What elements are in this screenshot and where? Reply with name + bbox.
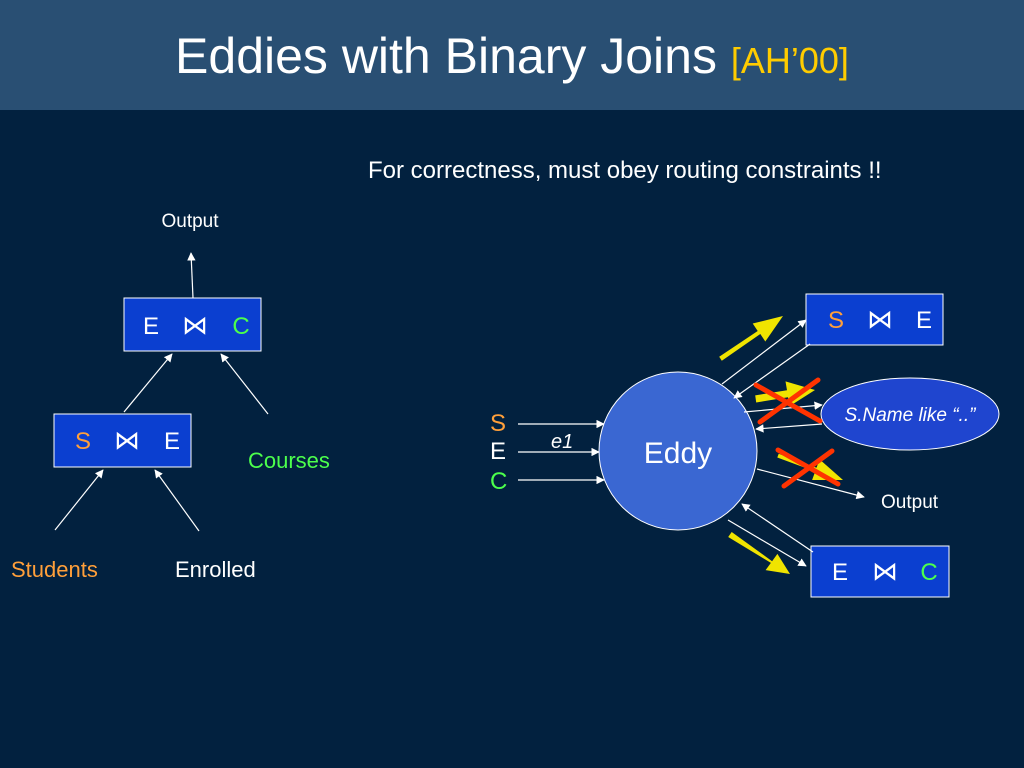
title-text: Eddies with Binary Joins — [175, 28, 717, 84]
title-bar: Eddies with Binary Joins [AH’00] — [0, 0, 1024, 110]
input-c-label: C — [490, 468, 507, 495]
se-to-eddy-arrow — [733, 343, 811, 399]
bowtie-icon: ⋈ — [114, 425, 140, 455]
eddy-plan: S E C e1 Eddy S ⋈ E S.Name like “..” Out… — [490, 293, 1000, 598]
enrolled-to-se-arrow — [154, 469, 200, 532]
courses-label: Courses — [248, 448, 330, 473]
eddy-to-ec-arrow — [727, 519, 807, 567]
output-arrow — [187, 252, 196, 299]
join-right-operand: C — [920, 559, 937, 586]
join-left-operand: S — [828, 307, 844, 334]
eddy-label: Eddy — [644, 437, 712, 470]
slide-title: Eddies with Binary Joins [AH’00] — [0, 26, 1024, 91]
blocked-output-cross-icon — [775, 447, 841, 489]
join-box-se-right: S ⋈ E — [805, 293, 944, 346]
se-to-ec-arrow — [123, 353, 173, 413]
left-output-label: Output — [161, 211, 219, 232]
eddy-to-se-arrow — [721, 319, 807, 385]
blocked-route-cross-icon — [753, 377, 823, 425]
enrolled-label: Enrolled — [175, 557, 256, 582]
join-right-operand: E — [164, 428, 180, 455]
join-right-operand: E — [916, 307, 932, 334]
allowed-route-arrow-se — [719, 316, 783, 361]
allowed-route-arrow-ec — [728, 532, 790, 574]
bowtie-icon: ⋈ — [867, 304, 893, 334]
join-left-operand: E — [832, 559, 848, 586]
join-left-operand: E — [143, 313, 159, 340]
ec-to-eddy-arrow — [741, 503, 814, 553]
selection-ellipse — [820, 377, 1000, 451]
selection-to-eddy-arrow — [755, 423, 823, 433]
input-e-label: E — [490, 438, 506, 465]
courses-to-ec-arrow — [220, 353, 269, 415]
eddy-circle — [598, 371, 758, 531]
join-right-operand: C — [232, 313, 249, 340]
citation: [AH’00] — [730, 40, 849, 81]
eddy-to-selection-arrow — [743, 401, 823, 413]
caption: For correctness, must obey routing const… — [368, 157, 882, 184]
students-label: Students — [11, 557, 98, 582]
students-to-se-arrow — [54, 469, 104, 531]
join-box-ec-right: E ⋈ C — [810, 545, 950, 598]
join-box-se-left: S ⋈ E — [53, 413, 192, 468]
left-query-plan: Output E ⋈ C S ⋈ E Courses Students Enro… — [11, 211, 330, 582]
bowtie-icon: ⋈ — [872, 556, 898, 586]
blocked-route-arrow-selection — [755, 381, 815, 407]
eddy-output-label: Output — [881, 492, 939, 513]
tuple-label: e1 — [551, 431, 573, 453]
eddy-to-output-arrow — [756, 468, 865, 500]
selection-predicate: S.Name like “..” — [845, 405, 978, 426]
join-box-ec-left: E ⋈ C — [123, 297, 262, 352]
bowtie-icon: ⋈ — [182, 310, 208, 340]
input-s-label: S — [490, 410, 506, 437]
join-left-operand: S — [75, 428, 91, 455]
